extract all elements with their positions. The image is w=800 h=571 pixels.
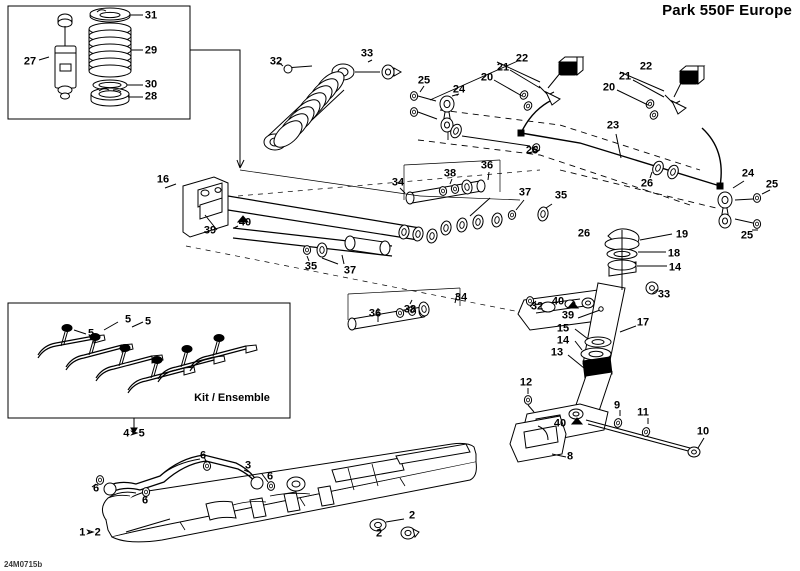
radius-rod-upper	[399, 159, 501, 205]
callout-6: 6	[92, 482, 100, 495]
callout-30: 30	[144, 78, 158, 91]
callout-26: 26	[640, 177, 654, 190]
callout-28: 28	[144, 90, 158, 103]
sway-link-right	[616, 65, 706, 122]
sway-link-left	[493, 56, 585, 113]
kit-reference-arrow-label: 4➢5	[123, 427, 145, 440]
callout-2: 2	[408, 509, 416, 522]
callout-20: 20	[602, 81, 616, 94]
callout-40: 40	[551, 295, 565, 308]
callout-12: 12	[519, 376, 533, 389]
shock-inset-box	[7, 5, 245, 169]
callout-8: 8	[566, 450, 574, 463]
callout-5: 5	[144, 315, 152, 328]
callout-24: 24	[452, 83, 466, 96]
callout-39: 39	[203, 224, 217, 237]
callout-35: 35	[304, 260, 318, 273]
kit-runner-5	[157, 345, 226, 383]
kit-runner-6	[189, 334, 258, 372]
lower-a-arm	[227, 195, 553, 265]
spindle-assembly	[517, 228, 673, 433]
kit-runner-4	[127, 356, 196, 394]
callout-34: 34	[391, 176, 405, 189]
page-title: Park 550F Europe	[662, 2, 792, 19]
callout-23: 23	[606, 119, 620, 132]
callout-33: 33	[360, 47, 374, 60]
callout-36: 36	[368, 307, 382, 320]
callout-21: 21	[496, 61, 510, 74]
spring-cam-part	[90, 87, 130, 107]
callout-5: 5	[124, 313, 132, 326]
callout-32: 32	[269, 55, 283, 68]
callout-35: 35	[554, 189, 568, 202]
callout-25: 25	[417, 74, 431, 87]
left-frame-bracket	[164, 176, 250, 238]
upper-arm-linkage	[409, 59, 701, 206]
callout-9: 9	[613, 399, 621, 412]
callout-3: 3	[244, 459, 252, 472]
kit-inset-box	[7, 302, 291, 434]
callout-13: 13	[550, 346, 564, 359]
callout-14: 14	[668, 261, 682, 274]
spring-part	[88, 22, 132, 78]
callout-33: 33	[657, 288, 671, 301]
callout-32: 32	[530, 300, 544, 313]
callout-39: 39	[561, 309, 575, 322]
callout-17: 17	[636, 316, 650, 329]
callout-6: 6	[266, 470, 274, 483]
callout-25: 25	[740, 229, 754, 242]
callout-29: 29	[144, 44, 158, 57]
callout-6: 6	[199, 449, 207, 462]
callout-36: 36	[480, 159, 494, 172]
callout-10: 10	[696, 425, 710, 438]
callout-26: 26	[525, 144, 539, 157]
callout-38: 38	[443, 167, 457, 180]
kit-runner-1	[37, 324, 106, 359]
callout-38: 38	[403, 303, 417, 316]
callout-15: 15	[556, 322, 570, 335]
callout-37: 37	[343, 264, 357, 277]
ski-reference-arrow-label: 1➢2	[79, 526, 101, 539]
callout-40: 40	[553, 417, 567, 430]
callout-16: 16	[156, 173, 170, 186]
callout-25: 25	[765, 178, 779, 191]
callout-21: 21	[618, 70, 632, 83]
callout-2: 2	[375, 527, 383, 540]
callout-31: 31	[144, 9, 158, 22]
spring-top-ring-part	[89, 7, 131, 23]
callout-40: 40	[238, 216, 252, 229]
callout-22: 22	[639, 60, 653, 73]
callout-26: 26	[577, 227, 591, 240]
kit-ensemble-caption: Kit / Ensemble	[194, 392, 270, 404]
document-code: 24M0715b	[4, 560, 43, 569]
ski-assembly	[91, 442, 477, 543]
callout-24: 24	[741, 167, 755, 180]
callout-5: 5	[87, 327, 95, 340]
callout-19: 19	[675, 228, 689, 241]
callout-20: 20	[480, 71, 494, 84]
callout-34: 34	[454, 291, 468, 304]
callout-18: 18	[667, 247, 681, 260]
callout-22: 22	[515, 52, 529, 65]
shock-body-part	[54, 13, 77, 100]
main-shock-assembly	[263, 59, 403, 151]
sway-bar-assembly	[448, 56, 724, 190]
callout-11: 11	[637, 406, 649, 419]
radius-rod-lower	[347, 287, 461, 331]
callout-37: 37	[518, 186, 532, 199]
callout-27: 27	[23, 55, 37, 68]
lower-mount-assembly	[509, 388, 705, 463]
callout-6: 6	[141, 494, 149, 507]
callout-14: 14	[556, 334, 570, 347]
right-link-assembly	[559, 169, 771, 231]
